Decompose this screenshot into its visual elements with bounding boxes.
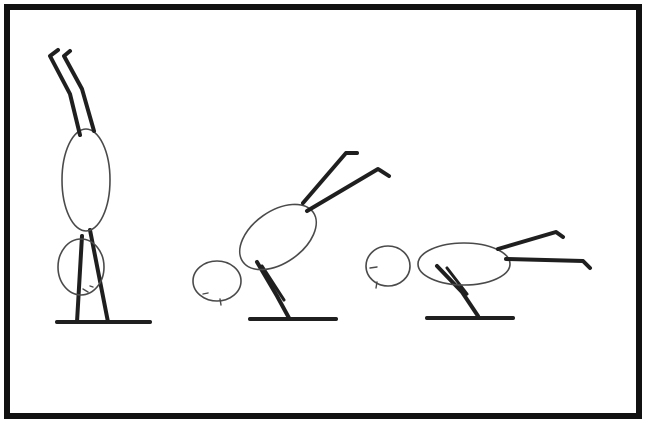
leg-lower bbox=[506, 259, 590, 268]
torso bbox=[62, 129, 110, 231]
arm bbox=[257, 262, 289, 318]
torso bbox=[228, 191, 328, 283]
arm bbox=[437, 266, 478, 316]
border-frame bbox=[7, 7, 639, 416]
head bbox=[193, 261, 241, 301]
forearm bbox=[262, 266, 284, 300]
figure-handstand bbox=[50, 50, 150, 322]
head bbox=[366, 246, 410, 286]
leg-left bbox=[50, 50, 80, 135]
arm-left bbox=[77, 236, 82, 322]
head-mark bbox=[370, 267, 377, 288]
figure-horizontal-plank bbox=[366, 232, 590, 318]
leg-upper bbox=[498, 232, 563, 249]
leg-lower bbox=[307, 169, 389, 211]
figure-forward-lean bbox=[193, 153, 389, 319]
